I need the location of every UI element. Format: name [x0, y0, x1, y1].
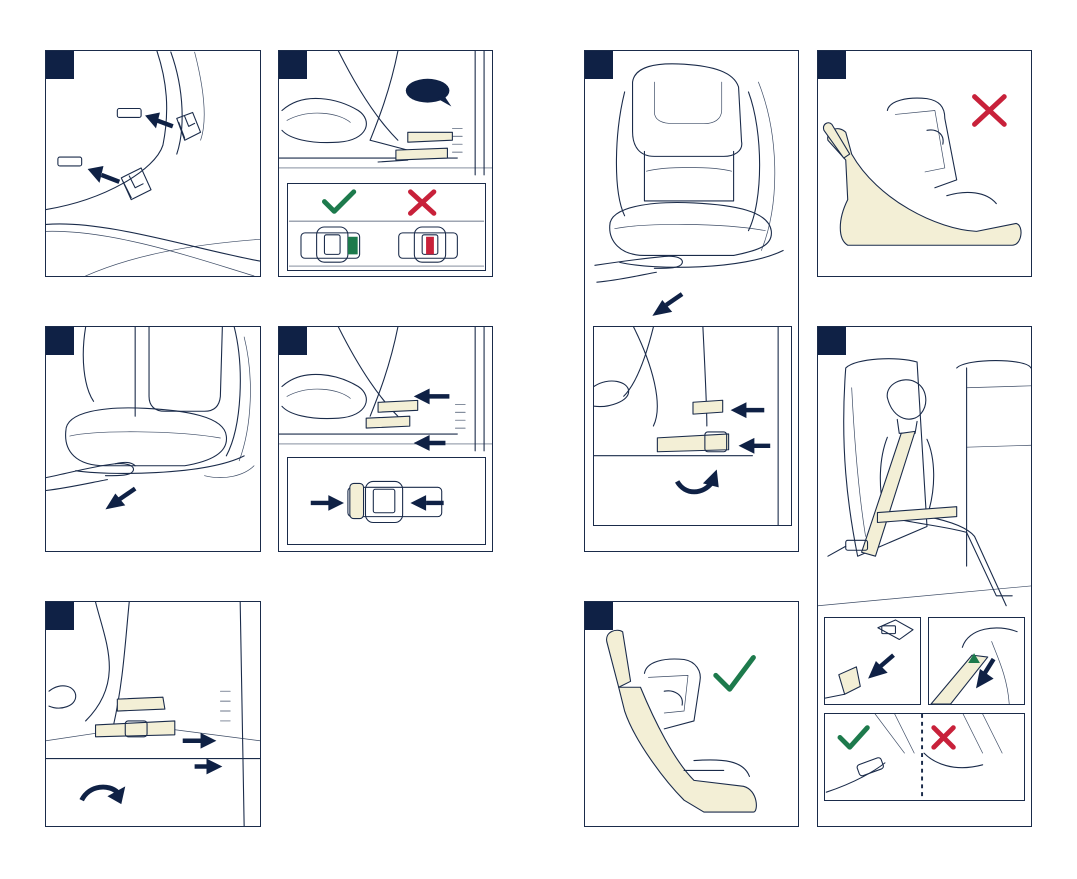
step-1-illustration [46, 51, 260, 276]
cross-icon [934, 728, 954, 748]
belt-guide-detail-illustration [929, 618, 1024, 704]
buckle-compare-illustration [825, 714, 1024, 800]
isofix-guide-icon [121, 168, 151, 200]
arrow-icon [868, 655, 893, 678]
step-panel-9 [817, 326, 1032, 827]
latch-detail-panel [287, 457, 486, 545]
rotate-arrow-icon [82, 786, 126, 804]
arrow-icon [414, 388, 450, 404]
indicator-detail-illustration [288, 184, 485, 270]
buckle-compare-panel [824, 713, 1025, 801]
indicator-detail-panel [287, 183, 486, 271]
step-panel-7 [584, 601, 799, 827]
arrow-icon [410, 495, 443, 511]
hand-icon [595, 256, 682, 282]
arrow-icon [145, 112, 173, 128]
belt-guide-detail-panel [928, 617, 1025, 705]
arrow-icon [183, 733, 217, 749]
step-panel-4 [278, 326, 493, 552]
step-3-illustration [46, 327, 260, 551]
speech-bubble-icon [406, 79, 452, 107]
step-panel-5 [45, 601, 261, 827]
step-panel-2 [278, 50, 493, 277]
checkmark-icon [324, 192, 353, 212]
indicator-red [426, 237, 434, 255]
child-icon [880, 380, 1012, 606]
step-panel-1 [45, 50, 261, 277]
hand-icon [46, 462, 135, 490]
step-panel-6 [584, 50, 799, 552]
cross-icon [410, 192, 433, 214]
checkmark-icon [716, 658, 754, 690]
latch-detail-illustration [288, 458, 485, 544]
checkmark-icon [840, 728, 867, 748]
release-detail-panel [593, 326, 792, 526]
step-7-illustration [585, 602, 798, 826]
arrow-icon [195, 759, 223, 775]
release-detail-illustration [594, 327, 791, 525]
arrow-icon [739, 438, 771, 454]
cross-icon [975, 97, 1005, 125]
arrow-icon [311, 495, 344, 511]
arrow-icon [105, 489, 135, 510]
step-5-illustration [46, 602, 260, 826]
arrow-icon [652, 294, 682, 316]
arrow-icon [88, 166, 120, 183]
step-8-illustration [818, 51, 1031, 276]
step-panel-8 [817, 50, 1032, 277]
belt-buckle-icon [828, 540, 868, 556]
buckle-detail-illustration [825, 618, 920, 704]
step-panel-3 [45, 326, 261, 552]
arrow-icon [731, 402, 765, 418]
arrow-icon [414, 435, 446, 451]
rotate-arrow-icon [677, 470, 719, 492]
buckle-detail-panel-left [824, 617, 921, 705]
indicator-green [348, 237, 358, 255]
